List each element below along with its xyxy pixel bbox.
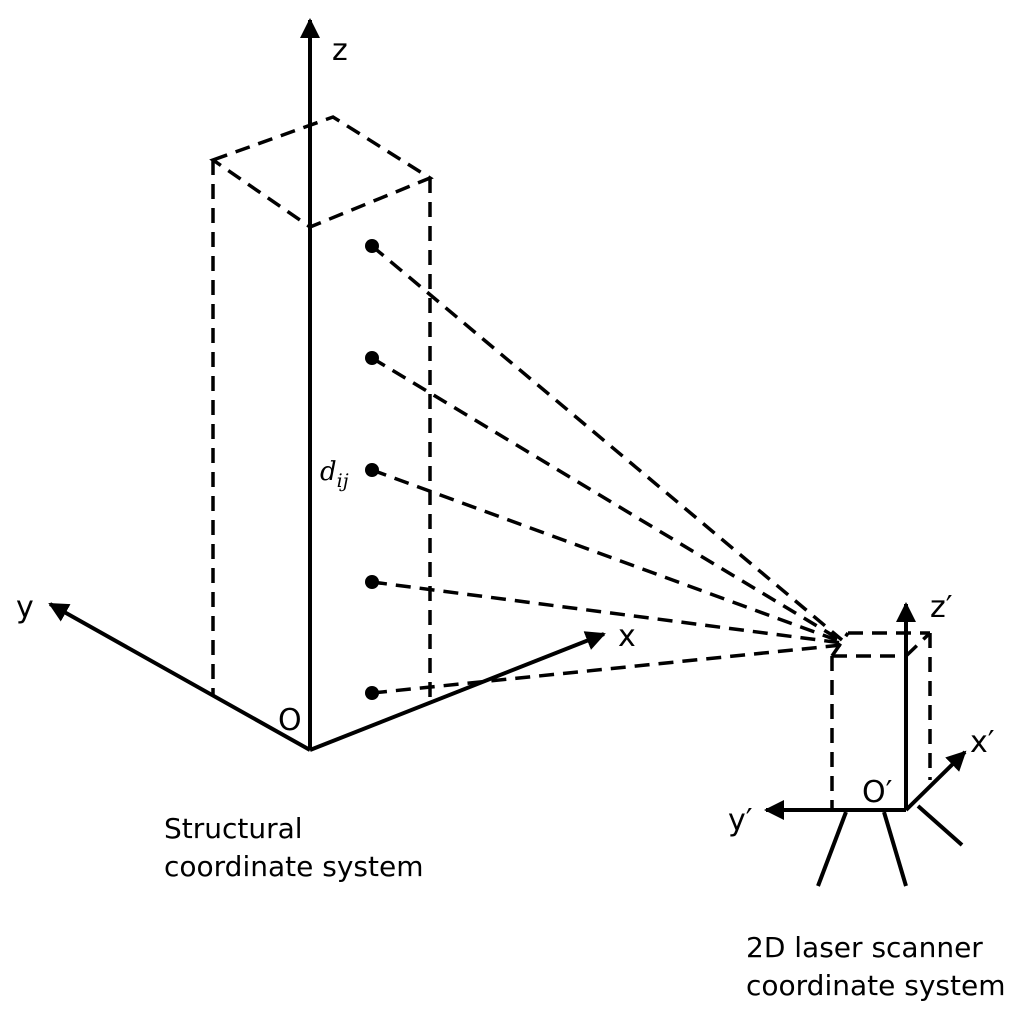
structural-building-wireframe	[209, 115, 434, 705]
structural-axes	[48, 18, 606, 752]
structural-z-label: z	[332, 33, 348, 68]
measurement-point	[365, 686, 379, 700]
tripod-leg	[916, 804, 964, 847]
structural-x-axis	[309, 631, 606, 752]
scanner-caption-line1: 2D laser scanner	[746, 931, 983, 964]
scanner-origin-label: O′	[862, 775, 893, 810]
scanner-tripod	[816, 804, 964, 887]
structural-caption-line2: coordinate system	[164, 850, 423, 883]
measurement-point	[365, 239, 379, 253]
scanner-caption-line2: coordinate system	[746, 969, 1005, 1002]
point-label-subscript: ij	[337, 470, 349, 492]
scanner-x-label: x′	[970, 725, 995, 760]
laser-ray	[370, 244, 844, 642]
point-label-main: d	[320, 457, 337, 487]
building-top-face	[209, 115, 434, 229]
scanner-x-axis	[904, 750, 967, 812]
scanner-axes	[764, 602, 967, 820]
laser-ray	[371, 643, 843, 695]
structural-origin-label: O	[278, 703, 302, 738]
scanner-y-label: y′	[728, 803, 753, 838]
structural-y-axis	[48, 602, 311, 752]
structural-caption-line1: Structural	[164, 812, 303, 845]
tripod-leg	[816, 811, 848, 887]
structural-y-label: y	[16, 590, 34, 625]
measurement-points	[365, 239, 379, 700]
measurement-point	[365, 575, 379, 589]
scanner-box-diagonal	[904, 631, 932, 658]
laser-ray	[371, 580, 843, 645]
laser-ray	[371, 356, 843, 643]
laser-rays	[370, 244, 844, 695]
measurement-point	[365, 351, 379, 365]
scanner-z-label: z′	[930, 590, 953, 625]
scanner-wireframe	[830, 631, 932, 810]
scanner-box-diagonal-left	[830, 632, 850, 657]
laser-ray	[371, 468, 843, 644]
point-label-dij: dij	[320, 457, 349, 492]
tripod-leg	[882, 811, 908, 887]
structural-x-label: x	[618, 619, 636, 654]
measurement-point	[365, 463, 379, 477]
